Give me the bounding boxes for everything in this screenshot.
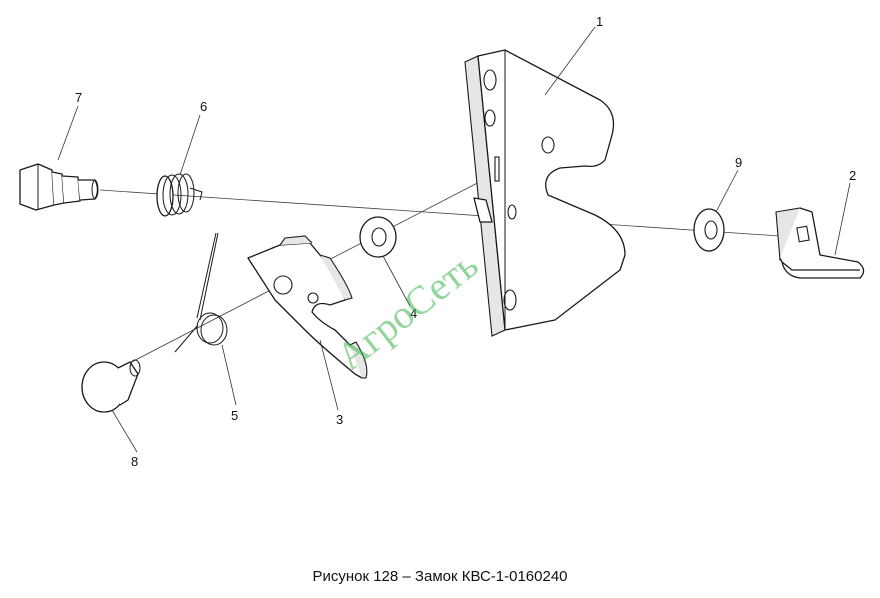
leader-6 [179,114,201,176]
leader-1 [544,26,596,96]
leader-3 [319,339,339,411]
callout-2: 2 [849,168,856,183]
part-8-pin [81,359,141,413]
part-3-latch [247,235,368,379]
callout-6: 6 [200,99,207,114]
part-1-bracket [464,49,626,337]
callout-9: 9 [735,155,742,170]
part-5-torsion-spring [174,232,228,353]
leader-2 [834,182,851,256]
leader-9 [715,169,739,213]
part-7-bolt [19,163,99,211]
leader-5 [221,344,237,406]
leader-8 [111,409,138,453]
assembly-axis-lower [119,147,546,369]
callout-4: 4 [410,306,417,321]
part-9-washer [693,208,725,252]
part-4-washer [359,216,397,258]
callout-3: 3 [336,412,343,427]
callout-1: 1 [596,14,603,29]
figure-caption: Рисунок 128 – Замок КВС-1-0160240 [312,568,568,585]
part-6-coil-spring [156,173,203,217]
callout-5: 5 [231,408,238,423]
leader-lines [57,26,851,453]
leader-4 [382,255,411,307]
leader-7 [57,105,79,161]
callout-8: 8 [131,454,138,469]
assembly-axis-upper [99,189,781,237]
part-2-angle-plate [775,207,865,279]
watermark: АгроСеть [328,241,486,379]
callout-7: 7 [75,90,82,105]
